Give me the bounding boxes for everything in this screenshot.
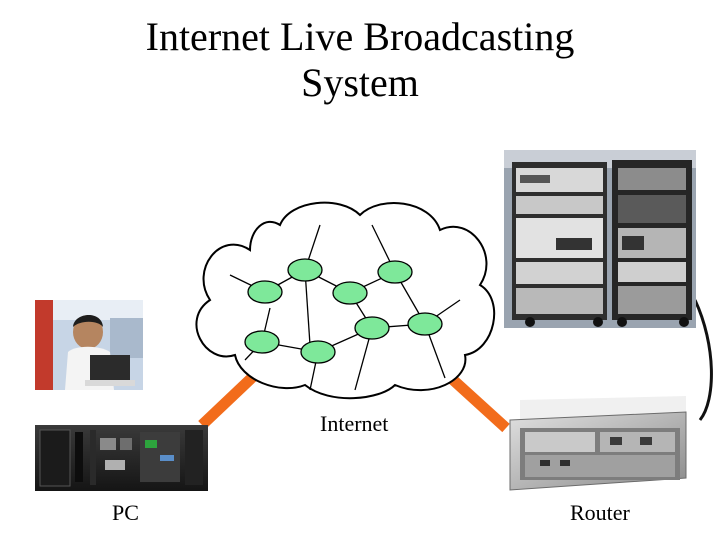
network-node [332,281,368,305]
network-node [354,316,390,340]
internet-label: Internet [320,411,389,436]
person-at-laptop-photo [35,300,143,390]
pc-label: PC [112,500,139,525]
router-label: Router [570,500,630,525]
router-photo [509,396,687,491]
network-node [287,258,323,282]
rack-router-cable [693,299,713,421]
pc-tower-photo [35,425,208,491]
network-node [300,340,336,364]
network-node [247,280,283,304]
title-line-1: Internet Live Broadcasting [145,14,575,59]
slide-title: Internet Live Broadcasting System [0,14,720,106]
network-node [407,312,443,336]
network-node [377,260,413,284]
pc-link-line [198,366,264,429]
broadcast-rack-photo [504,150,696,328]
title-line-2: System [301,60,419,105]
network-node [244,330,280,354]
network-nodes [244,258,443,364]
